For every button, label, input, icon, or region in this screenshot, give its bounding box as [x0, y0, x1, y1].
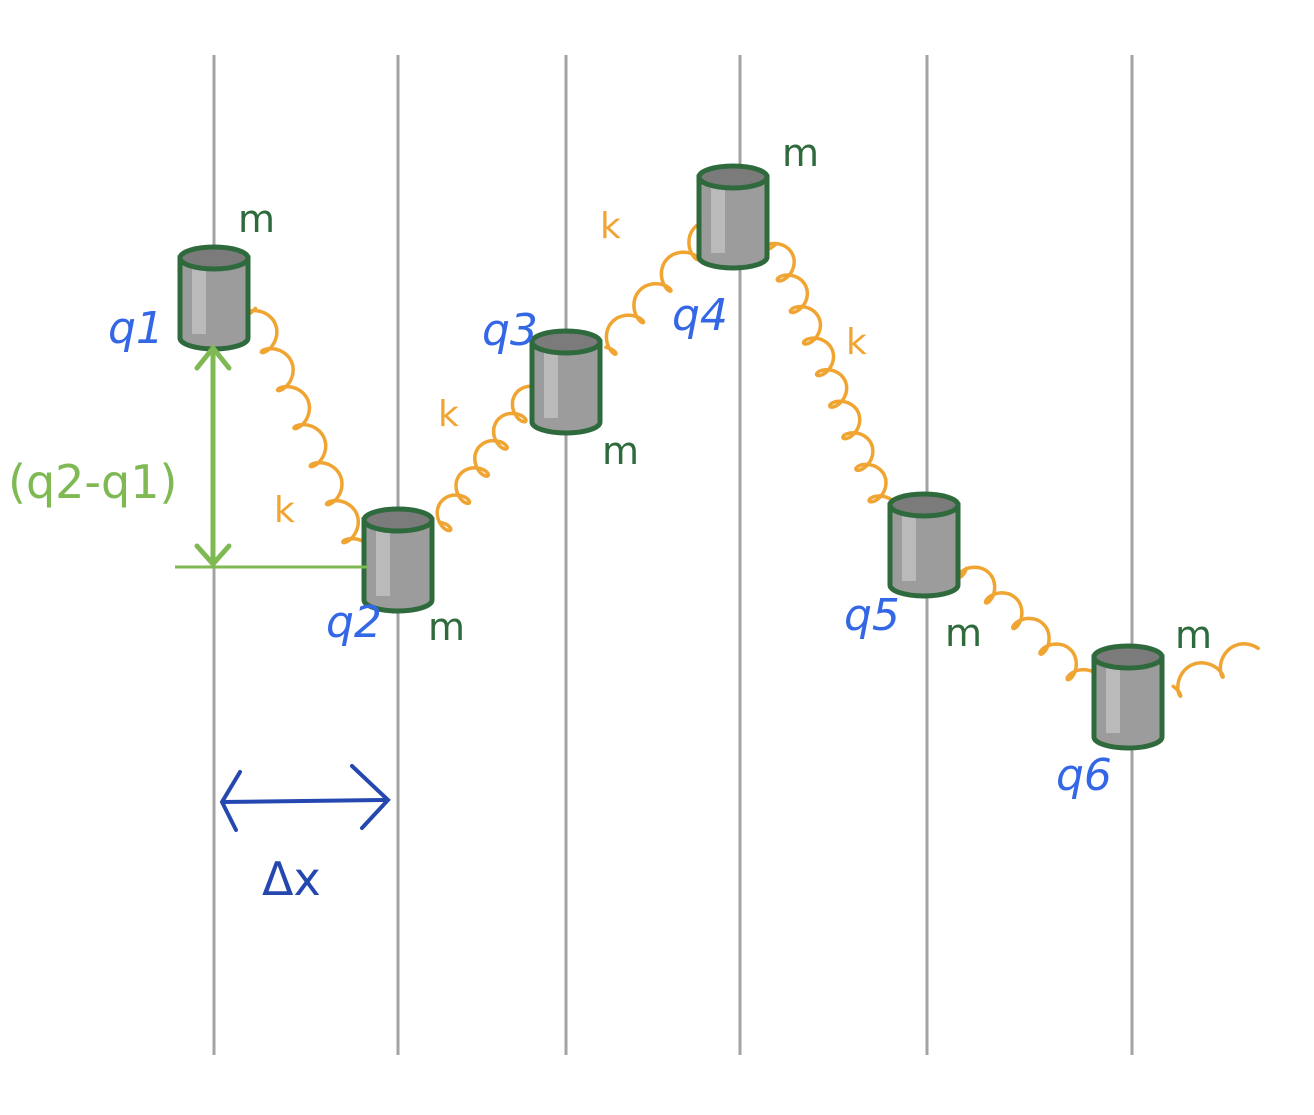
mass-body [529, 339, 603, 436]
q-label-5: q5 [844, 590, 900, 641]
mass-highlight [192, 268, 206, 334]
difference-arrow-head-top [194, 343, 232, 371]
labels: q1 m q2 m q3 m q4 m q5 m q6 m k k k k [108, 131, 1212, 801]
mass-body [887, 502, 961, 599]
spring-6 [1171, 642, 1260, 698]
spacing-indicator: Δx [219, 764, 391, 906]
k-label-2: k [438, 394, 459, 435]
mass-4 [696, 163, 770, 271]
mass-top [529, 328, 603, 356]
springs [243, 218, 1260, 698]
mass-highlight [902, 515, 916, 581]
q-label-4: q4 [672, 290, 728, 341]
mass-top [1091, 643, 1165, 671]
mass-highlight [1106, 667, 1120, 733]
k-label-4: k [846, 322, 867, 363]
mass-1 [177, 244, 251, 352]
mass-top [696, 163, 770, 191]
mass-body [696, 174, 770, 271]
spring-3 [604, 218, 718, 356]
spacing-arrow-shaft [221, 798, 387, 804]
q-label-3: q3 [482, 305, 538, 356]
mass-top [361, 506, 435, 534]
mass-body [1091, 654, 1165, 751]
m-label-5: m [945, 611, 982, 655]
spacing-arrow-head-right [350, 764, 391, 830]
mass-6 [1091, 643, 1165, 751]
difference-indicator: (q2-q1) [8, 343, 368, 569]
spring-5 [956, 565, 1106, 698]
m-label-2: m [428, 605, 465, 649]
q-label-1: q1 [108, 303, 164, 354]
mass-top [887, 491, 961, 519]
spacing-arrow-head-left [219, 770, 242, 832]
spring-1 [243, 306, 377, 577]
rails [212, 55, 1134, 1055]
mass-5 [887, 491, 961, 599]
mass-highlight [544, 352, 558, 418]
q-label-2: q2 [326, 597, 382, 648]
m-label-4: m [782, 131, 819, 175]
difference-arrow-head-bottom [194, 543, 232, 568]
k-label-3: k [600, 206, 621, 247]
mass-2 [361, 506, 435, 614]
spacing-label: Δx [262, 852, 321, 906]
mass-highlight [376, 530, 390, 596]
m-label-1: m [238, 197, 275, 241]
difference-label: (q2-q1) [8, 455, 177, 509]
q-label-6: q6 [1056, 750, 1112, 801]
mass-3 [529, 328, 603, 436]
mass-body [177, 255, 251, 352]
m-label-6: m [1175, 613, 1212, 657]
mass-top [177, 244, 251, 272]
mass-highlight [711, 187, 725, 253]
masses [177, 163, 1165, 751]
spring-4 [762, 241, 901, 531]
k-label-1: k [274, 490, 295, 531]
m-label-3: m [602, 429, 639, 473]
spring-2 [435, 384, 537, 533]
